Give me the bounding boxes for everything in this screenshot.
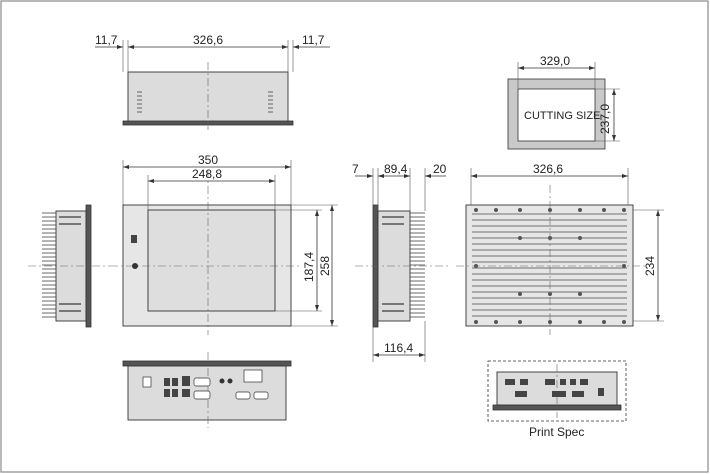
back-body xyxy=(465,204,634,327)
dim-back-width: 326,6 xyxy=(533,162,563,176)
dim-side-right: 20 xyxy=(433,162,447,176)
dim-screen-height: 187,4 xyxy=(302,252,316,282)
left-side-view xyxy=(28,204,110,328)
screw-icon xyxy=(548,320,552,324)
screw-icon xyxy=(578,292,582,296)
power-led-icon xyxy=(132,263,138,269)
screw-icon xyxy=(622,208,626,212)
dim-screen-width: 248,8 xyxy=(192,167,222,181)
screw-icon xyxy=(578,320,582,324)
print-spec-view: Print Spec xyxy=(487,360,627,439)
screw-icon xyxy=(578,208,582,212)
screw-icon xyxy=(602,208,606,212)
dim-cutout-width: 329,0 xyxy=(540,54,570,68)
cutting-size-label: CUTTING SIZE xyxy=(524,110,600,122)
front-screen xyxy=(147,209,276,312)
back-view: 326,6 234 xyxy=(456,162,664,335)
top-view: 11,7 326,6 11,7 xyxy=(95,33,330,130)
dim-top-width: 326,6 xyxy=(193,33,223,47)
screw-icon xyxy=(474,320,478,324)
bottom-io-view xyxy=(122,352,292,428)
dim-back-height: 234 xyxy=(643,256,657,276)
screw-icon xyxy=(548,208,552,212)
dim-top-right: 11,7 xyxy=(302,33,325,47)
screw-icon xyxy=(518,292,522,296)
screw-icon xyxy=(602,320,606,324)
print-spec-caption: Print Spec xyxy=(529,425,584,439)
cutout-view: 329,0 237,0 CUTTING SIZE xyxy=(507,54,620,150)
dim-top-left: 11,7 xyxy=(95,33,118,47)
dim-cutout-height: 237,0 xyxy=(598,104,612,134)
front-view: 350 248,8 187,4 258 xyxy=(110,153,338,335)
dim-front-width: 350 xyxy=(198,153,218,167)
print-spec-body xyxy=(496,371,618,406)
screw-icon xyxy=(474,208,478,212)
dim-front-height: 258 xyxy=(318,256,332,276)
usb-port-icon xyxy=(131,235,137,243)
print-spec-frame xyxy=(487,360,627,422)
power-switch-icon xyxy=(142,376,152,388)
screw-icon xyxy=(518,208,522,212)
right-side-view: 7 89,4 20 116,4 xyxy=(352,162,450,362)
dim-side-left: 7 xyxy=(352,162,359,176)
screw-icon xyxy=(578,236,582,240)
screw-icon xyxy=(494,320,498,324)
screw-icon xyxy=(518,320,522,324)
screw-icon xyxy=(494,208,498,212)
dim-side-total: 116,4 xyxy=(384,341,413,355)
dim-side-body: 89,4 xyxy=(384,162,408,176)
screw-icon xyxy=(622,320,626,324)
screw-icon xyxy=(518,236,522,240)
